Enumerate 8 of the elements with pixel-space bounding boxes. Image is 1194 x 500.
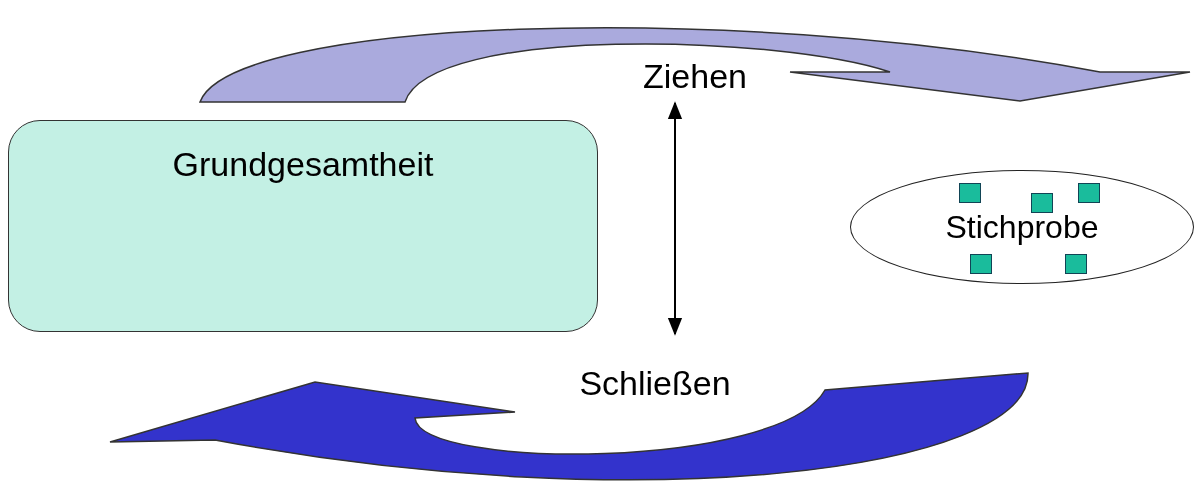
curved-block-arrow [199, 27, 1191, 103]
node-label: Ziehen [643, 56, 747, 96]
rounded-box [8, 120, 598, 332]
node-label: Stichprobe [945, 208, 1099, 246]
node-label: Schließen [579, 363, 731, 403]
node-label: Grundgesamtheit [172, 145, 434, 184]
double-arrow [667, 101, 683, 336]
curved-block-arrow [109, 372, 1029, 481]
